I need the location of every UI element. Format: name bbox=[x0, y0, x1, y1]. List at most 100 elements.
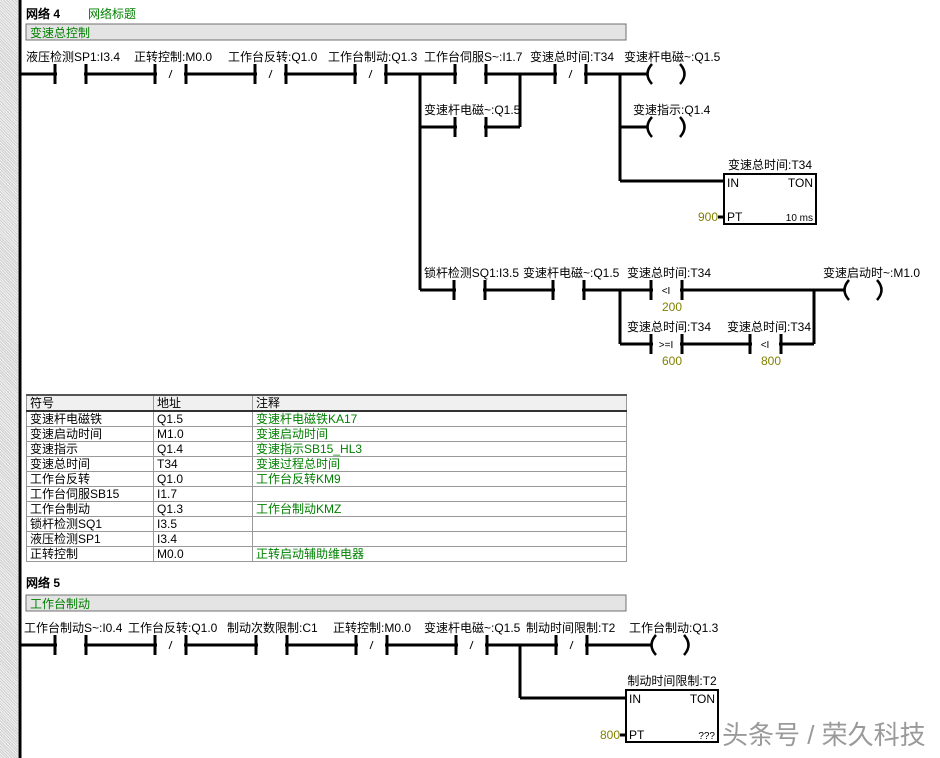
contact-label: 正转控制:M0.0 bbox=[333, 620, 411, 635]
nc-contact[interactable] bbox=[454, 635, 489, 655]
cell-comment[interactable]: 变速杆电磁铁KA17 bbox=[252, 410, 627, 427]
output-coil[interactable] bbox=[646, 116, 686, 138]
nc-contact[interactable] bbox=[253, 64, 288, 84]
cell-address[interactable]: Q1.4 bbox=[153, 441, 253, 457]
watermark: 头条号 / 荣久科技 bbox=[722, 720, 926, 750]
network-comment[interactable]: 工作台制动 bbox=[30, 596, 90, 611]
no-contact[interactable] bbox=[649, 334, 684, 354]
cell-address[interactable]: I1.7 bbox=[153, 486, 253, 502]
cell-address[interactable]: Q1.5 bbox=[153, 410, 253, 427]
contact-label: 变速总时间:T34 bbox=[530, 49, 614, 64]
cell-comment[interactable]: 工作台制动KMZ bbox=[252, 501, 627, 517]
nc-contact[interactable] bbox=[153, 64, 188, 84]
cell-symbol[interactable]: 锁杆检测SQ1 bbox=[26, 516, 154, 532]
no-contact[interactable] bbox=[551, 280, 586, 300]
cell-symbol[interactable]: 变速杆电磁铁 bbox=[26, 410, 154, 427]
cell-comment[interactable]: 变速过程总时间 bbox=[252, 456, 627, 472]
cell-address[interactable]: Q1.0 bbox=[153, 471, 253, 487]
contact-label: 变速总时间:T34 bbox=[627, 319, 711, 334]
output-coil[interactable] bbox=[646, 63, 686, 85]
contact-label: 正转控制:M0.0 bbox=[134, 49, 212, 64]
cell-symbol[interactable]: 液压检测SP1 bbox=[26, 531, 154, 547]
timer-type: TON bbox=[690, 692, 715, 706]
cell-symbol[interactable]: 正转控制 bbox=[26, 546, 154, 562]
contact-label: 变速总时间:T34 bbox=[627, 265, 711, 280]
cell-symbol[interactable]: 变速指示 bbox=[26, 441, 154, 457]
no-contact[interactable] bbox=[649, 280, 684, 300]
cell-address[interactable]: I3.4 bbox=[153, 531, 253, 547]
network-comment-bar[interactable] bbox=[25, 594, 627, 612]
contact-label: 工作台制动:Q1.3 bbox=[328, 49, 418, 64]
cell-address[interactable]: Q1.3 bbox=[153, 501, 253, 517]
no-contact[interactable] bbox=[453, 64, 488, 84]
nc-contact[interactable] bbox=[153, 635, 188, 655]
cell-comment[interactable]: 正转启动辅助维电器 bbox=[252, 546, 627, 562]
timer-type: TON bbox=[788, 176, 813, 190]
no-contact[interactable] bbox=[453, 117, 488, 137]
network-comment-bar[interactable] bbox=[25, 23, 627, 41]
timer-time-base: 10 ms bbox=[786, 213, 813, 224]
timer-preset: 900 bbox=[698, 210, 718, 224]
cell-symbol[interactable]: 工作台制动 bbox=[26, 501, 154, 517]
cell-comment[interactable]: 工作台反转KM9 bbox=[252, 471, 627, 487]
output-coil[interactable] bbox=[650, 634, 690, 656]
compare-operator: >=I bbox=[659, 340, 673, 351]
nc-contact[interactable] bbox=[554, 635, 589, 655]
timer-time-base: ??? bbox=[698, 731, 715, 742]
cell-comment[interactable] bbox=[252, 531, 627, 547]
output-coil[interactable] bbox=[843, 279, 883, 301]
cell-symbol[interactable]: 工作台反转 bbox=[26, 471, 154, 487]
contact-label: 工作台反转:Q1.0 bbox=[128, 620, 218, 635]
no-contact[interactable] bbox=[53, 635, 88, 655]
contact-label: 锁杆检测SQ1:I3.5 bbox=[424, 265, 519, 280]
no-contact[interactable] bbox=[452, 280, 487, 300]
contact-label: 液压检测SP1:I3.4 bbox=[26, 49, 120, 64]
no-contact[interactable] bbox=[254, 635, 289, 655]
cell-comment[interactable]: 变速启动时间 bbox=[252, 426, 627, 442]
timer-in-pin: IN bbox=[727, 176, 739, 190]
contact-label: 变速杆电磁~:Q1.5 bbox=[424, 102, 521, 117]
contact-label: 变速总时间:T34 bbox=[727, 319, 811, 334]
timer-box[interactable] bbox=[625, 689, 719, 743]
cell-address[interactable]: M0.0 bbox=[153, 546, 253, 562]
compare-operator: <I bbox=[761, 340, 770, 351]
cell-address[interactable]: T34 bbox=[153, 456, 253, 472]
col-comment: 注释 bbox=[252, 394, 627, 412]
network-title-label[interactable]: 网络标题 bbox=[88, 6, 136, 21]
cell-symbol[interactable]: 变速总时间 bbox=[26, 456, 154, 472]
contact-label: 变速杆电磁~:Q1.5 bbox=[424, 620, 521, 635]
nc-contact[interactable] bbox=[553, 64, 588, 84]
col-symbol: 符号 bbox=[26, 394, 154, 412]
timer-box[interactable] bbox=[723, 173, 817, 225]
cell-address[interactable]: M1.0 bbox=[153, 426, 253, 442]
cell-symbol[interactable]: 变速启动时间 bbox=[26, 426, 154, 442]
no-contact[interactable] bbox=[53, 64, 88, 84]
cell-address[interactable]: I3.5 bbox=[153, 516, 253, 532]
coil-label: 工作台制动:Q1.3 bbox=[629, 620, 719, 635]
coil-label: 变速杆电磁~:Q1.5 bbox=[624, 49, 721, 64]
no-contact[interactable] bbox=[748, 334, 783, 354]
cell-symbol[interactable]: 工作台伺服SB15 bbox=[26, 486, 154, 502]
cell-comment[interactable] bbox=[252, 486, 627, 502]
contact-label: 制动时间限制:T2 bbox=[526, 621, 616, 635]
nc-contact[interactable] bbox=[353, 64, 388, 84]
coil-label: 变速启动时~:M1.0 bbox=[823, 265, 920, 280]
symbol-table-header: 符号 地址 注释 bbox=[26, 394, 627, 412]
network-comment[interactable]: 变速总控制 bbox=[30, 25, 90, 40]
timer-in-pin: IN bbox=[629, 692, 641, 706]
cell-comment[interactable] bbox=[252, 516, 627, 532]
contact-label: 工作台伺服S~:I1.7 bbox=[424, 49, 523, 64]
cell-comment[interactable]: 变速指示SB15_HL3 bbox=[252, 441, 627, 457]
nc-contact[interactable] bbox=[354, 635, 389, 655]
